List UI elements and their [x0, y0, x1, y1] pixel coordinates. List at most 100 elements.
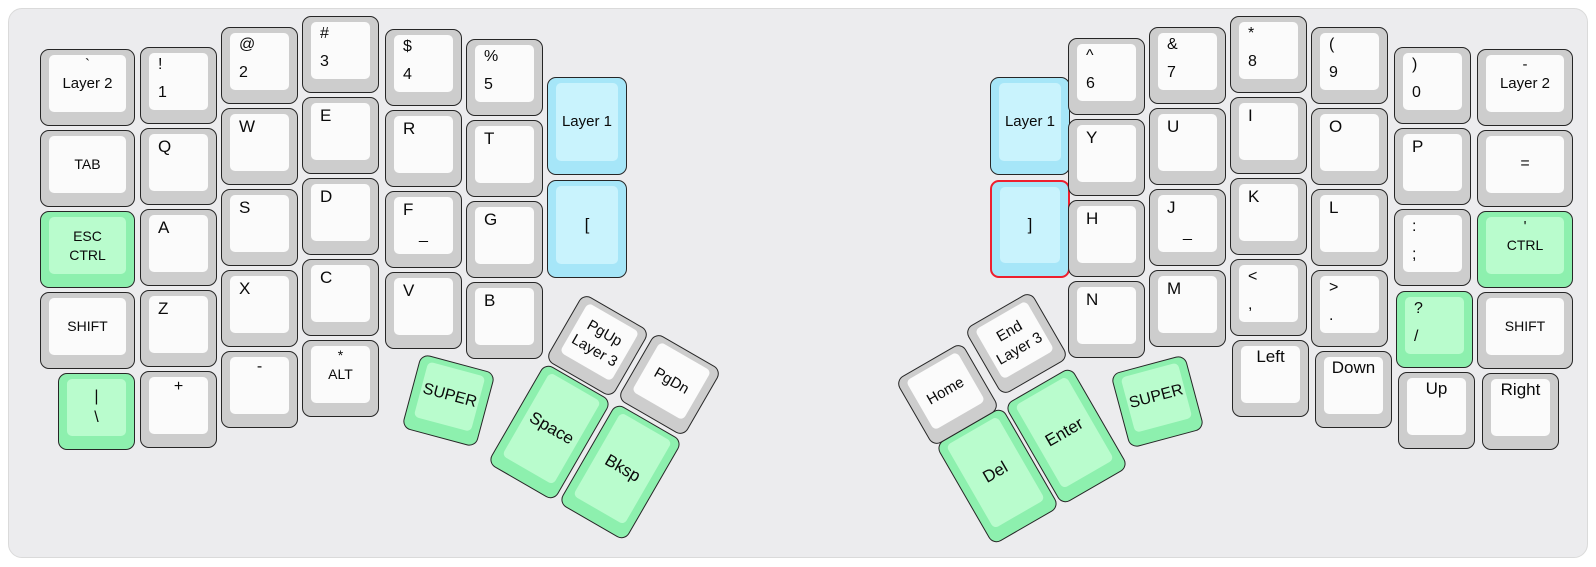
key-arrow-down[interactable]: Down [1315, 351, 1392, 428]
key-legend-group: #3 [320, 25, 329, 72]
key-legend-group: = [1486, 136, 1564, 193]
key-legend-group: L [1329, 198, 1338, 218]
keycap-top: S [230, 195, 289, 252]
key-n[interactable]: N [1068, 281, 1145, 358]
key-o[interactable]: O [1311, 108, 1388, 185]
key-label: ) [1412, 56, 1418, 73]
key-legend-group: ] [1000, 187, 1060, 263]
key-label: ` [85, 56, 90, 73]
key-legend-group: G [484, 210, 497, 230]
key-label: ' [1523, 218, 1527, 235]
key-left-bracket[interactable]: [ [547, 180, 627, 278]
key-9-paren[interactable]: (9 [1311, 27, 1388, 104]
key-legend-group: + [149, 378, 208, 396]
keycap-top: H [1077, 206, 1136, 263]
key-h[interactable]: H [1068, 200, 1145, 277]
key-label: [ [584, 215, 590, 235]
key-l[interactable]: L [1311, 189, 1388, 266]
key-equals[interactable]: = [1477, 130, 1573, 207]
key-label: @ [239, 36, 256, 53]
key-arrow-up[interactable]: Up [1398, 372, 1475, 449]
key-v[interactable]: V [385, 272, 462, 349]
key-arrow-right[interactable]: Right [1482, 373, 1559, 450]
key-s[interactable]: S [221, 189, 298, 266]
key-5-percent[interactable]: %5 [466, 39, 543, 116]
key-y[interactable]: Y [1068, 119, 1145, 196]
keycap-top: ^6 [1077, 44, 1136, 101]
keycap-top: + [149, 377, 208, 434]
key-z[interactable]: Z [140, 290, 217, 367]
key-label: 4 [403, 66, 412, 84]
key-label: Bksp [601, 450, 644, 486]
key-legend-group: %5 [484, 48, 498, 95]
keycap-top: TAB [49, 136, 126, 193]
key-layer1-right[interactable]: Layer 1 [990, 77, 1070, 175]
key-f[interactable]: F_ [385, 191, 462, 268]
key-b[interactable]: B [466, 282, 543, 359]
key-gt-period[interactable]: >. [1311, 270, 1388, 347]
key-shift-right[interactable]: SHIFT [1477, 292, 1573, 369]
key-quote-ctrl[interactable]: 'CTRL [1477, 211, 1573, 288]
key-star-alt[interactable]: *ALT [302, 340, 379, 417]
key-label: A [158, 218, 170, 237]
key-p[interactable]: P [1394, 128, 1471, 205]
key-a[interactable]: A [140, 209, 217, 286]
key-legend-group: Y [1086, 128, 1097, 148]
key-minus-layer2[interactable]: -Layer 2 [1477, 49, 1573, 126]
key-minus-left[interactable]: - [221, 351, 298, 428]
key-pipe-backslash[interactable]: |\ [58, 373, 135, 450]
key-label: ESC [73, 228, 102, 245]
key-label: V [403, 281, 415, 300]
key-legend-group: V [403, 281, 414, 301]
key-2-at[interactable]: @2 [221, 27, 298, 104]
key-legend-group: Layer 2 [1486, 55, 1564, 112]
key-arrow-left[interactable]: Left [1232, 340, 1309, 417]
key-grave-layer2[interactable]: `Layer 2 [40, 49, 135, 126]
key-shift-left[interactable]: SHIFT [40, 292, 135, 369]
key-lt-comma[interactable]: <, [1230, 259, 1307, 336]
key-label: 2 [239, 64, 248, 82]
key-colon-semicolon[interactable]: :; [1394, 209, 1471, 286]
key-legend-group: - [230, 358, 289, 376]
key-tab[interactable]: TAB [40, 130, 135, 207]
key-6-caret[interactable]: ^6 [1068, 38, 1145, 115]
key-j[interactable]: J_ [1149, 189, 1226, 266]
key-e[interactable]: E [302, 97, 379, 174]
key-legend-group: $4 [403, 38, 412, 85]
key-plus[interactable]: + [140, 371, 217, 448]
key-i[interactable]: I [1230, 97, 1307, 174]
key-k[interactable]: K [1230, 178, 1307, 255]
key-q[interactable]: Q [140, 128, 217, 205]
key-question-slash[interactable]: ?/ [1396, 291, 1473, 368]
key-r[interactable]: R [385, 110, 462, 187]
key-4-dollar[interactable]: $4 [385, 29, 462, 106]
key-1-excl[interactable]: !1 [140, 47, 217, 124]
key-super-left[interactable]: SUPER [400, 352, 496, 448]
key-m[interactable]: M [1149, 270, 1226, 347]
key-label: Up [1425, 379, 1448, 398]
key-label: X [239, 279, 251, 298]
key-w[interactable]: W [221, 108, 298, 185]
key-legend-group: C [320, 268, 332, 288]
key-g[interactable]: G [466, 201, 543, 278]
keycap-top: ?/ [1405, 297, 1464, 354]
key-legend-group: [ [556, 186, 618, 264]
key-label: SUPER [420, 380, 479, 411]
key-3-hash[interactable]: #3 [302, 16, 379, 93]
key-u[interactable]: U [1149, 108, 1226, 185]
key-legend-group: B [484, 291, 495, 311]
key-7-amp[interactable]: &7 [1149, 27, 1226, 104]
keycap-top: -Layer 2 [1486, 55, 1564, 112]
key-c[interactable]: C [302, 259, 379, 336]
key-8-star[interactable]: *8 [1230, 16, 1307, 93]
key-super-right[interactable]: SUPER [1109, 353, 1205, 449]
key-right-bracket[interactable]: ] [990, 180, 1070, 278]
key-t[interactable]: T [466, 120, 543, 197]
key-layer1-left[interactable]: Layer 1 [547, 77, 627, 175]
key-0-paren[interactable]: )0 [1394, 47, 1471, 124]
key-d[interactable]: D [302, 178, 379, 255]
key-x[interactable]: X [221, 270, 298, 347]
key-legend-group: <, [1248, 268, 1257, 315]
